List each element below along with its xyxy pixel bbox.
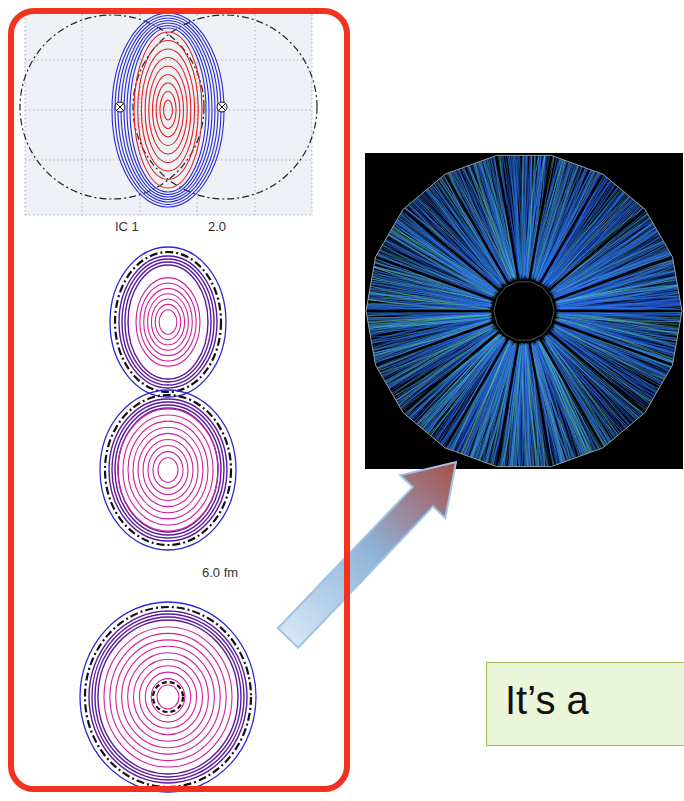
time-label: 6.0 fm bbox=[200, 566, 240, 581]
contour-plot bbox=[20, 10, 317, 215]
box-text: It’s a bbox=[505, 677, 589, 723]
figure-panel: IC 1 2.0 6.0 fm bbox=[8, 8, 350, 792]
text-box: It’s a bbox=[486, 662, 684, 746]
contour-plots bbox=[80, 247, 256, 792]
plot-label: IC 1 bbox=[113, 220, 141, 235]
time-label: 2.0 bbox=[206, 220, 228, 235]
event-display bbox=[349, 136, 684, 486]
block-arrow bbox=[278, 462, 456, 648]
